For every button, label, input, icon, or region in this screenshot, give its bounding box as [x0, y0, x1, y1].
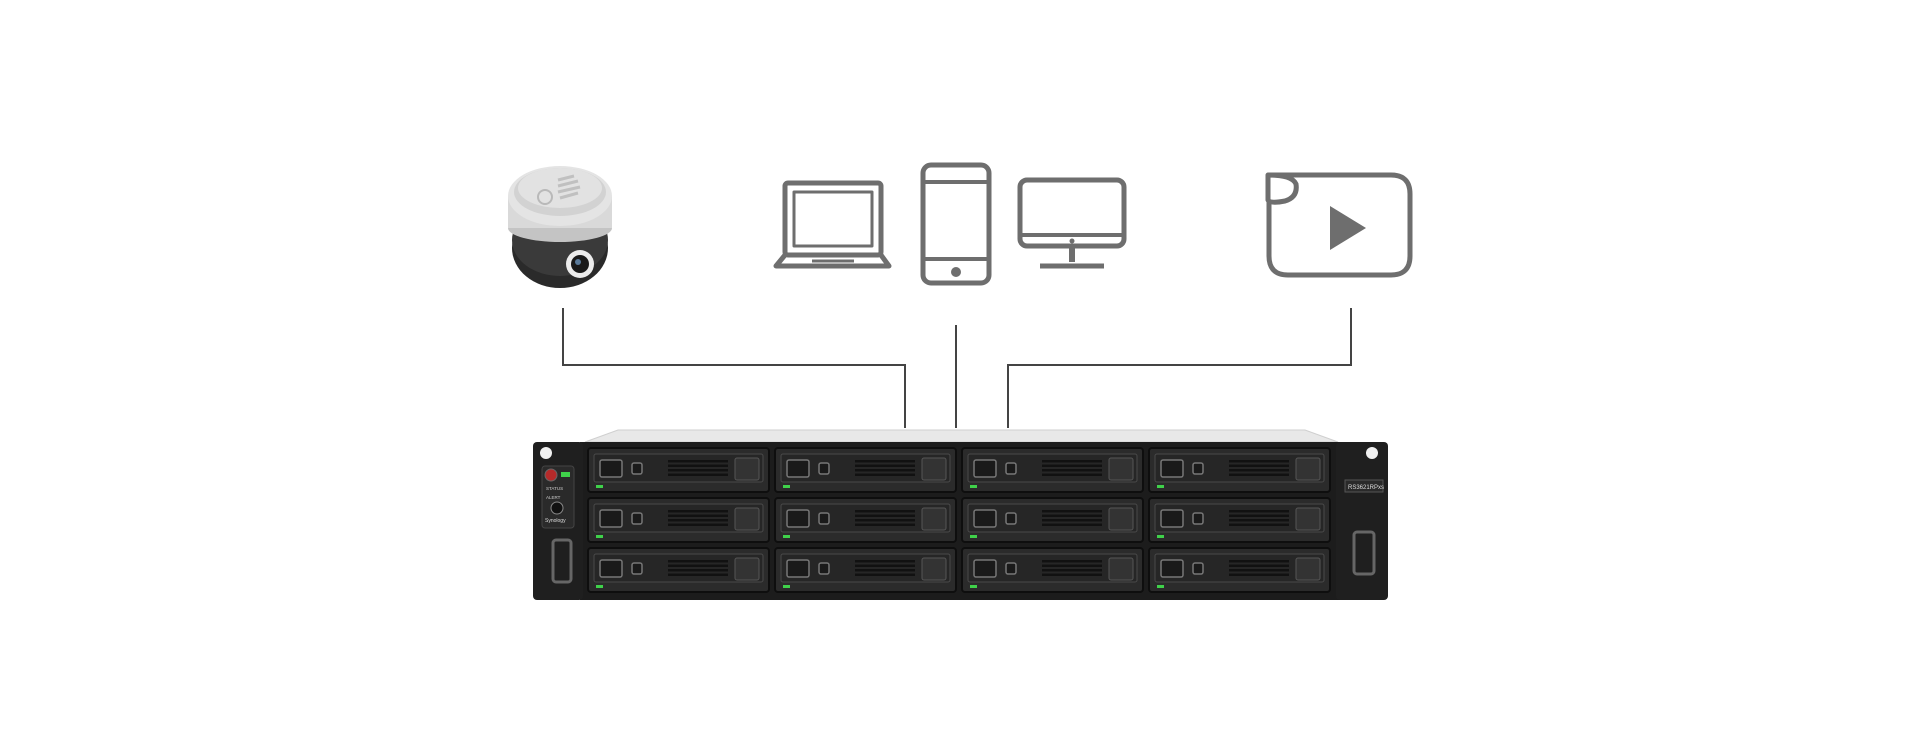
drive-bay [587, 497, 770, 543]
drive-bay [774, 497, 957, 543]
rackmount-nas-icon: STATUS ALERT Synology RS3621RPxs [533, 429, 1388, 600]
drive-bay [587, 447, 770, 493]
drive-bay [961, 547, 1144, 593]
drive-status-led [783, 585, 790, 588]
model-label: RS3621RPxs [1348, 485, 1384, 491]
drive-status-led [596, 585, 603, 588]
dome-camera-icon [508, 166, 612, 288]
drive-status-led [970, 485, 977, 488]
drive-bay [774, 547, 957, 593]
drive-bay [1148, 547, 1331, 593]
status-label: STATUS [546, 486, 563, 491]
drive-status-led [1157, 585, 1164, 588]
drive-status-led [970, 535, 977, 538]
drive-bay [1148, 447, 1331, 493]
alert-label: ALERT [546, 495, 561, 500]
drive-status-led [596, 485, 603, 488]
drive-bays [587, 447, 1331, 593]
connector-media [1007, 308, 1352, 428]
drive-bay [961, 497, 1144, 543]
drive-status-led [970, 585, 977, 588]
laptop-icon [773, 180, 892, 269]
drive-status-led [1157, 485, 1164, 488]
drive-bay [1148, 497, 1331, 543]
right-rack-ear: RS3621RPxs [1336, 442, 1388, 600]
left-rack-ear: STATUS ALERT Synology [533, 442, 583, 600]
drive-status-led [1157, 535, 1164, 538]
desktop-monitor-icon [1017, 177, 1127, 269]
drive-status-led [783, 485, 790, 488]
drive-status-led [596, 535, 603, 538]
drive-bay [774, 447, 957, 493]
brand-logo-text: Synology [545, 518, 566, 524]
smartphone-icon [920, 162, 992, 286]
drive-bay [587, 547, 770, 593]
connectors [562, 308, 1352, 428]
video-play-icon [1265, 172, 1413, 278]
drive-bay [961, 447, 1144, 493]
connector-camera [562, 308, 906, 428]
drive-status-led [783, 535, 790, 538]
